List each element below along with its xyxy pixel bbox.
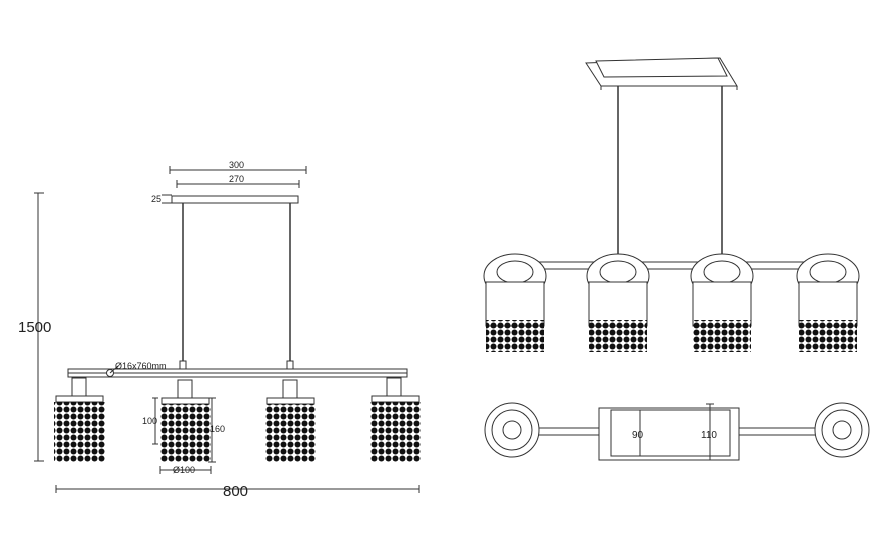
top-view: [484, 402, 870, 461]
label-canopy-outer: 300: [229, 160, 244, 170]
label-canopy-thickness: 25: [151, 194, 161, 204]
label-shade-height-inner: 100: [142, 416, 157, 426]
label-canopy-inner: 270: [229, 174, 244, 184]
label-top-view-inner: 90: [632, 430, 644, 441]
label-bar: Ø16x760mm: [115, 361, 167, 371]
label-shade-height-outer: 160: [210, 424, 225, 434]
front-view: [34, 166, 420, 493]
label-width-total: 800: [223, 483, 248, 500]
side-shades: [483, 253, 860, 352]
label-top-view-outer: 110: [701, 430, 717, 441]
shade-dimensions: [152, 397, 216, 474]
front-shades: [54, 377, 421, 462]
side-view: [517, 57, 831, 270]
label-height-total: 1500: [18, 319, 51, 336]
label-shade-diameter: Ø100: [173, 465, 195, 475]
